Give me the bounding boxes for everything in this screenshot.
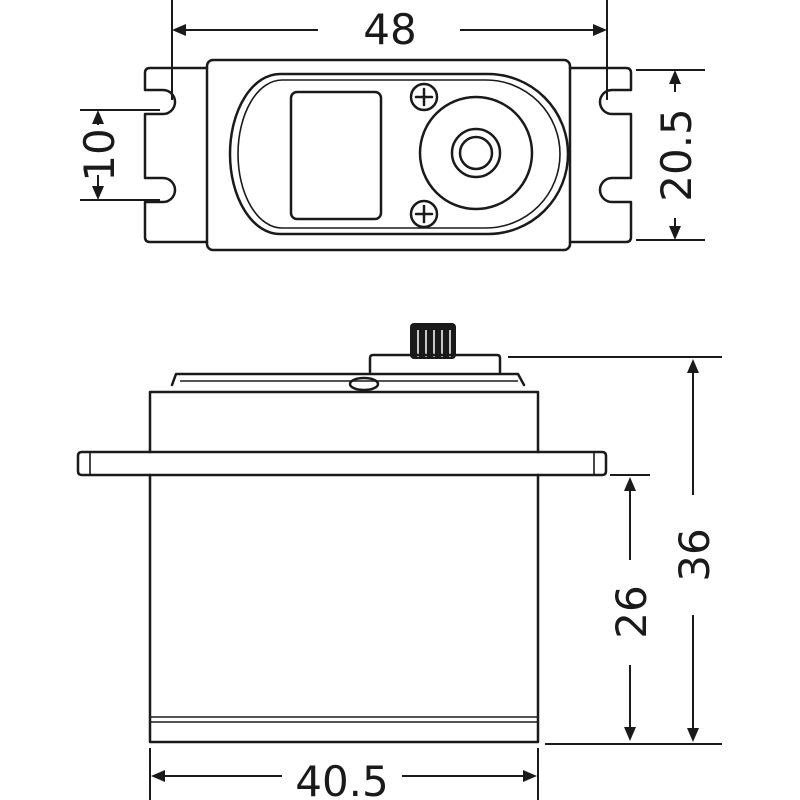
output-shaft-inner [458, 135, 494, 171]
dimension-body-height: 26 [607, 474, 656, 741]
output-shaft-outer [450, 127, 502, 179]
gear-housing [368, 353, 502, 374]
dimension-total-height: 36 [508, 356, 722, 745]
dimension-label-top-height: 20.5 [652, 108, 701, 202]
dimension-body-width: 40.5 [149, 748, 539, 800]
dimension-hole-spacing: 10 [75, 109, 160, 201]
servo-lid-inner [237, 79, 561, 229]
output-spline [410, 323, 456, 359]
mounting-ears [76, 450, 608, 477]
dimension-label-body-width: 40.5 [295, 757, 389, 800]
dimension-label-top-width: 48 [363, 5, 416, 54]
dimension-label-body-height: 26 [607, 585, 656, 638]
dimension-top-width: 48 [171, 0, 608, 100]
servo-side-view [76, 323, 608, 744]
cover-screw [348, 376, 380, 392]
dimension-label-total-height: 36 [670, 528, 719, 581]
top-cover [170, 372, 526, 387]
servo-lid-outline [228, 72, 570, 236]
dimension-top-height: 20.5 [636, 69, 705, 241]
label-window [289, 90, 383, 221]
servo-case-top [205, 58, 572, 252]
mounting-flange [143, 66, 633, 244]
servo-top-view [143, 58, 633, 252]
dimension-label-hole-spacing: 10 [75, 128, 124, 181]
screw-bottom-icon [409, 199, 439, 229]
upper-case [148, 390, 540, 454]
output-gear-ring [418, 95, 534, 211]
lower-case [148, 473, 540, 744]
screw-top-icon [409, 82, 439, 112]
